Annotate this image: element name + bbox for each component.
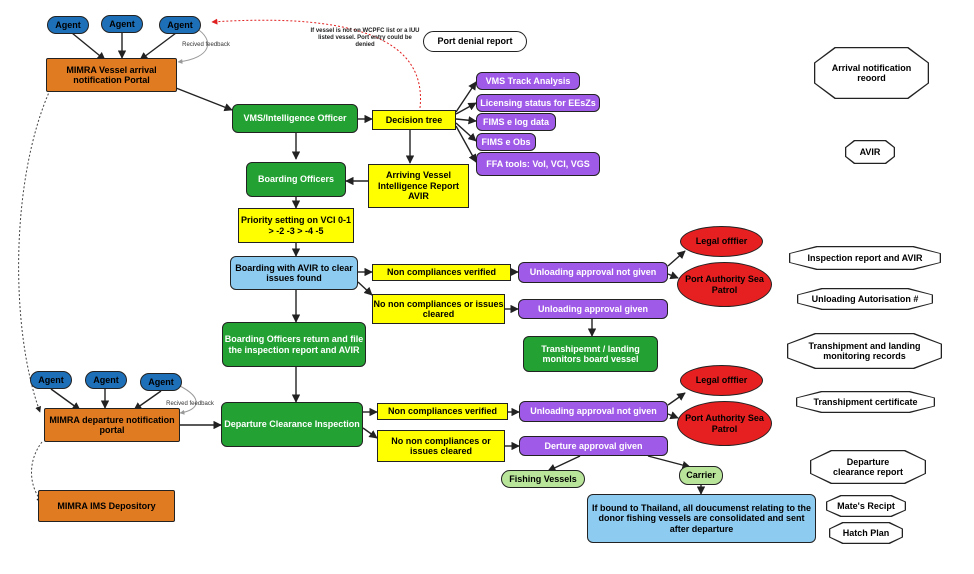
agent-node: Agent	[140, 373, 182, 391]
no-non-compliances: No non compliances or issues cleared	[372, 294, 505, 324]
transhipment-monitors: Transhipemnt / landing monitors board ve…	[523, 336, 658, 372]
inspection-report-doc: Inspection report and AVIR	[789, 246, 941, 270]
doc-label: AVIR	[846, 141, 894, 163]
edge-agent-a1-portal	[71, 32, 106, 61]
received-feedback-label: Recived feedback	[182, 42, 230, 48]
unloading-approval-not-given: Unloading approval not given	[519, 401, 668, 422]
fims-elog-data: FIMS e log data	[476, 113, 556, 131]
edge-derture-carrier	[647, 455, 691, 470]
agent-node: Agent	[47, 16, 89, 34]
edge-derture-fishing	[547, 455, 581, 472]
agent-node: Agent	[101, 15, 143, 33]
departure-approval-given: Derture approval given	[519, 436, 668, 456]
edge-arrival-to-departure-dotted	[18, 89, 51, 413]
edge-agent-b1-portal	[50, 388, 81, 411]
unloading-authorisation-doc: Unloading Autorisation #	[797, 288, 933, 310]
wcpfc-iuu-note: If vessel is not on WCPFC list or a IUU …	[310, 28, 420, 48]
edge-feedback-2	[179, 385, 197, 415]
carrier: Carrier	[679, 466, 723, 485]
doc-label: Transhipment and landing monitoring reco…	[788, 334, 941, 368]
edge-decision-ffa	[455, 125, 477, 163]
no-non-compliances: No non compliances or issues cleared	[377, 430, 505, 462]
legal-officer: Legal offfier	[680, 226, 763, 257]
edge-agent-a3-portal	[139, 32, 177, 61]
doc-label: Unloading Autorisation #	[798, 289, 932, 309]
edge-portal-vms	[175, 87, 233, 112]
agent-node: Agent	[30, 371, 72, 389]
priority-setting-vci: Priority setting on VCI 0-1 > -2 -3 > -4…	[238, 208, 354, 243]
non-compliances-verified: Non compliances verified	[372, 264, 511, 281]
unloading-approval-given: Unloading approval given	[518, 299, 668, 319]
edge-port-denial-dotted	[211, 18, 421, 109]
legal-officer: Legal offfier	[680, 365, 763, 396]
doc-label: Transhipment certificate	[797, 392, 934, 412]
departure-notification-portal: MIMRA departure notification portal	[44, 408, 180, 442]
licensing-status: Licensing status for EEsZs	[476, 94, 600, 112]
departure-clearance-inspection: Departure Clearance Inspection	[221, 402, 363, 447]
unloading-approval-not-given: Unloading approval not given	[518, 262, 668, 283]
ffa-tools: FFA tools: VoI, VCI, VGS	[476, 152, 600, 176]
doc-label: Departure clearance report	[811, 451, 925, 483]
arrival-notification-portal: MIMRA Vessel arrival notification Portal	[46, 58, 177, 92]
fims-eobs: FIMS e Obs	[476, 133, 536, 151]
transhipment-certificate-doc: Transhipment certificate	[796, 391, 935, 413]
decision-tree: Decision tree	[372, 110, 456, 130]
vms-track-analysis: VMS Track Analysis	[476, 72, 580, 90]
received-feedback-label: Recived feedback	[166, 401, 214, 407]
edge-avir-nonoc1	[357, 281, 373, 296]
edge-departure-to-ims-dotted	[31, 441, 43, 503]
doc-label: Inspection report and AVIR	[790, 247, 940, 269]
port-authority-sea-patrol: Port Authority Sea Patrol	[677, 262, 772, 307]
boarding-with-avir: Boarding with AVIR to clear issues found	[230, 256, 358, 290]
edge-decision-vms-track	[455, 81, 477, 113]
arrival-notification-record-doc: Arrival notification reoord	[814, 47, 929, 99]
mates-receipt-doc: Mate's Recipt	[826, 495, 906, 517]
doc-label: Arrival notification reoord	[815, 48, 928, 98]
edge-agent-b3-portal	[133, 390, 162, 411]
edge-unload1-port	[667, 271, 679, 280]
fishing-vessels: Fishing Vessels	[501, 470, 585, 488]
edge-decision-fims-log	[455, 116, 477, 125]
departure-clearance-report-doc: Departure clearance report	[810, 450, 926, 484]
edge-decision-fims-obs	[455, 122, 477, 142]
arriving-vessel-intelligence-report: Arriving Vessel Intelligence Report AVIR	[368, 164, 469, 208]
edge-unload2-port	[667, 411, 679, 420]
avir-doc: AVIR	[845, 140, 895, 164]
port-denial-report: Port denial report	[423, 31, 527, 52]
edge-decision-licensing	[455, 102, 477, 115]
agent-node: Agent	[159, 16, 201, 34]
boarding-officers: Boarding Officers	[246, 162, 346, 197]
edge-unload1-legal	[667, 250, 686, 267]
non-compliances-verified: Non compliances verified	[377, 403, 508, 420]
transhipment-monitoring-records-doc: Transhipment and landing monitoring reco…	[787, 333, 942, 369]
mimra-ims-depository: MIMRA IMS Depository	[38, 490, 175, 522]
boarding-officers-return: Boarding Officers return and file the in…	[222, 322, 366, 367]
edge-feedback-1	[177, 27, 209, 64]
port-authority-sea-patrol: Port Authority Sea Patrol	[677, 401, 772, 446]
vms-intelligence-officer: VMS/Intelligence Officer	[232, 104, 358, 133]
doc-label: Hatch Plan	[830, 523, 902, 543]
edge-clear-nonoc2	[362, 427, 378, 439]
hatch-plan-doc: Hatch Plan	[829, 522, 903, 544]
edge-unload2-legal	[667, 392, 686, 406]
thailand-note: If bound to Thailand, all doucumenst rel…	[587, 494, 816, 543]
agent-node: Agent	[85, 371, 127, 389]
doc-label: Mate's Recipt	[827, 496, 905, 516]
